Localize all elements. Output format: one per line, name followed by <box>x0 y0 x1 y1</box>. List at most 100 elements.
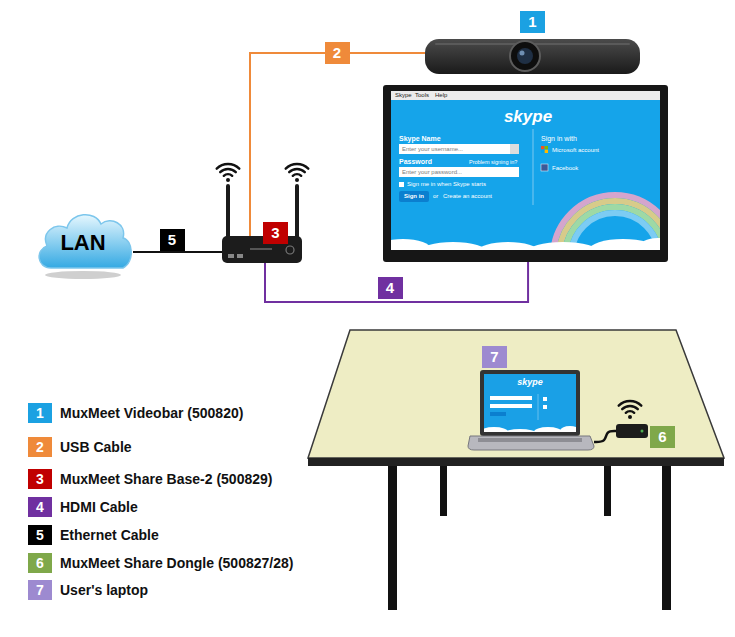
callout-number: 1 <box>520 11 545 33</box>
legend-text: MuxMeet Share Dongle (500827/28) <box>60 553 293 573</box>
legend-row: 5 Ethernet Cable <box>28 525 348 545</box>
legend-swatch: 6 <box>28 553 52 573</box>
display <box>375 85 678 262</box>
laptop: 7skype <box>468 370 594 450</box>
callout-number: 7 <box>482 346 507 368</box>
cloud-shadow <box>45 271 121 279</box>
text-slot: USB Cable <box>60 437 132 457</box>
screen-text: or <box>433 192 438 201</box>
screen-text: Sign me in when Skype starts <box>407 180 486 188</box>
lan-cloud: LAN <box>33 200 133 280</box>
legend-row: 4 HDMI Cable <box>28 497 348 517</box>
table <box>308 330 724 610</box>
text-slot: 6 <box>650 426 675 448</box>
text-slot: Password <box>399 157 432 166</box>
callout-number: 3 <box>28 469 52 489</box>
placeholder-text: Enter your password... <box>402 168 462 176</box>
text-slot: LAN <box>33 230 133 256</box>
callout-number: 6 <box>28 553 52 573</box>
cable-line <box>250 53 425 236</box>
cable-line <box>265 262 528 302</box>
text-slot: Sign me in when Skype starts <box>407 180 486 188</box>
text-slot: User's laptop <box>60 580 148 600</box>
text-slot: Microsoft account <box>552 146 599 154</box>
menu-item: Help <box>435 91 447 100</box>
screen-text: Microsoft account <box>552 146 599 154</box>
text-slot: Tools <box>415 91 429 100</box>
text-slot: 2 <box>325 42 350 64</box>
callout-number: 5 <box>160 229 185 251</box>
text-slot: Ethernet Cable <box>60 525 159 545</box>
placeholder-text: Enter your username... <box>402 145 463 153</box>
text-slot: MuxMeet Share Base-2 (500829) <box>60 469 272 489</box>
text-slot: skype <box>483 107 573 127</box>
logo-text: skype <box>504 377 556 388</box>
legend-row: 6 MuxMeet Share Dongle (500827/28) <box>28 553 348 573</box>
text-slot: Help <box>435 91 447 100</box>
legend-text: Ethernet Cable <box>60 525 159 545</box>
legend-text: MuxMeet Share Base-2 (500829) <box>60 469 272 489</box>
legend-row: 7 User's laptop <box>28 580 348 600</box>
callout-number: 5 <box>28 525 52 545</box>
text-slot: Enter your password... <box>402 168 462 176</box>
callout-number: 4 <box>378 277 403 299</box>
callout-number: 1 <box>28 403 52 423</box>
screen-text: Problem signing in? <box>469 158 517 166</box>
screen-text: Password <box>399 157 432 166</box>
legend-text: User's laptop <box>60 580 148 600</box>
text-slot: Enter your username... <box>402 145 463 153</box>
text-slot: Problem signing in? <box>469 158 517 166</box>
share-base <box>217 164 309 263</box>
share-dongle <box>616 401 648 438</box>
screen-text: Skype Name <box>399 134 441 143</box>
text-slot: Skype <box>395 91 412 100</box>
videobar <box>425 39 640 74</box>
legend-row: 2 USB Cable <box>28 437 348 457</box>
legend-swatch: 4 <box>28 497 52 517</box>
text-slot: MuxMeet Videobar (500820) <box>60 403 243 423</box>
screen-text: Facebook <box>552 164 578 172</box>
legend-row: 3 MuxMeet Share Base-2 (500829) <box>28 469 348 489</box>
text-slot: Skype Name <box>399 134 441 143</box>
logo-text: skype <box>483 107 573 127</box>
text-slot: Facebook <box>552 164 578 172</box>
text-slot: 3 <box>263 222 288 244</box>
legend-swatch: 1 <box>28 403 52 423</box>
legend-text: HDMI Cable <box>60 497 138 517</box>
callout-number: 2 <box>325 42 350 64</box>
text-slot: 4 <box>378 277 403 299</box>
text-slot: 7 <box>482 346 507 368</box>
text-slot: or <box>433 192 438 201</box>
share-dongle: 6 <box>616 424 648 438</box>
menu-item: Tools <box>415 91 429 100</box>
cloud-label: LAN <box>33 230 133 256</box>
legend-swatch: 3 <box>28 469 52 489</box>
text-slot: MuxMeet Share Dongle (500827/28) <box>60 553 293 573</box>
laptop <box>468 370 594 450</box>
text-slot: skype <box>504 377 556 388</box>
cable-line <box>133 251 222 253</box>
text-slot: 1 <box>520 11 545 33</box>
cable-line <box>594 431 616 442</box>
text-slot: Sign in <box>399 192 429 201</box>
legend-swatch: 7 <box>28 580 52 600</box>
callout-number: 2 <box>28 437 52 457</box>
legend-swatch: 5 <box>28 525 52 545</box>
legend-text: USB Cable <box>60 437 132 457</box>
share-base: 3 <box>222 236 302 263</box>
legend-row: 1 MuxMeet Videobar (500820) <box>28 403 348 423</box>
menu-item: Skype <box>395 91 412 100</box>
screen-text: Create an account <box>443 192 492 201</box>
videobar: 1 <box>425 39 640 74</box>
callout-number: 7 <box>28 580 52 600</box>
text-slot: Create an account <box>443 192 492 201</box>
screen-text: Sign in with <box>541 134 577 143</box>
legend-swatch: 2 <box>28 437 52 457</box>
legend-text: MuxMeet Videobar (500820) <box>60 403 243 423</box>
callout-number: 3 <box>263 222 288 244</box>
button-text: Sign in <box>399 192 429 201</box>
callout-number: 6 <box>650 426 675 448</box>
display-screen: SkypeTools Help skypeSkype NameEnter your … <box>383 85 668 262</box>
text-slot: HDMI Cable <box>60 497 138 517</box>
callout-number: 4 <box>28 497 52 517</box>
